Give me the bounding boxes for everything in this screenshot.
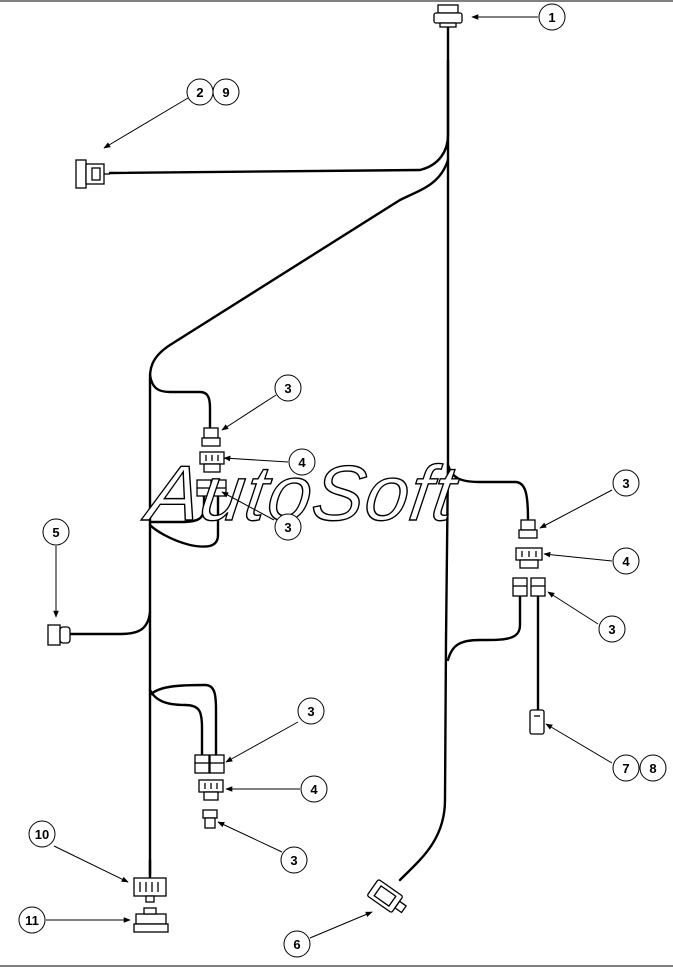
lower-splice-4 xyxy=(198,779,224,801)
callout-9: 9 xyxy=(212,78,240,106)
splice-lower-left-wire xyxy=(148,494,206,524)
connector-2 xyxy=(75,159,110,189)
callout-4-lower: 4 xyxy=(300,775,328,803)
svg-text:3: 3 xyxy=(608,622,615,637)
callout-4-upper: 4 xyxy=(288,448,316,476)
svg-text:3: 3 xyxy=(290,853,297,868)
harness-wires xyxy=(66,24,540,882)
connector-1 xyxy=(433,4,463,28)
connector-6 xyxy=(367,879,408,914)
callout-6: 6 xyxy=(283,930,311,958)
callout-3-right-pair: 3 xyxy=(598,615,626,643)
svg-text:4: 4 xyxy=(310,782,318,797)
svg-text:3: 3 xyxy=(284,520,291,535)
svg-text:7: 7 xyxy=(622,761,629,776)
upper-left-branch-wire xyxy=(148,373,212,432)
lower-connector-3 xyxy=(202,809,218,829)
callout-10: 10 xyxy=(28,820,56,848)
svg-text:4: 4 xyxy=(622,554,630,569)
upper-connector-3 xyxy=(201,427,221,447)
callout-7: 7 xyxy=(612,754,640,782)
leader-lines xyxy=(46,14,613,939)
right-splice-4 xyxy=(515,547,543,569)
lower-left-branch-wire xyxy=(148,688,204,757)
svg-text:9: 9 xyxy=(222,85,229,100)
main-trunk-wire xyxy=(108,24,450,175)
connector-11 xyxy=(133,907,169,933)
right-upper-branch-wire xyxy=(446,463,530,522)
splice-lower-right-wire xyxy=(148,494,220,548)
callout-3-right: 3 xyxy=(612,469,640,497)
callout-2: 2 xyxy=(186,78,214,106)
callout-3-lower-pair: 3 xyxy=(297,697,325,725)
svg-text:1: 1 xyxy=(548,10,555,25)
svg-text:11: 11 xyxy=(25,913,39,928)
svg-text:8: 8 xyxy=(649,761,656,776)
callout-3-lower: 3 xyxy=(280,846,308,874)
svg-text:3: 3 xyxy=(307,704,314,719)
callout-4-right: 4 xyxy=(612,547,640,575)
svg-text:3: 3 xyxy=(622,476,629,491)
connector-10 xyxy=(133,877,167,903)
lower-left-branch2-wire xyxy=(148,683,218,757)
svg-text:2: 2 xyxy=(196,85,203,100)
connector-5-branch-wire xyxy=(66,610,152,636)
right-trunk-wire xyxy=(398,58,450,882)
connectors xyxy=(47,4,546,933)
svg-text:3: 3 xyxy=(284,381,291,396)
svg-text:4: 4 xyxy=(298,455,306,470)
connector-7 xyxy=(529,709,545,735)
svg-text:6: 6 xyxy=(293,937,300,952)
callout-3-upper-pair: 3 xyxy=(274,513,302,541)
callout-3-upper: 3 xyxy=(274,374,302,402)
right-connector-3-pair xyxy=(512,577,546,597)
diagonal-branch-wire xyxy=(148,158,450,382)
svg-text:10: 10 xyxy=(35,827,49,842)
callout-8: 8 xyxy=(639,754,667,782)
lower-connector-3-pair xyxy=(194,754,225,774)
upper-splice-4 xyxy=(199,451,225,473)
right-connector-3 xyxy=(518,519,538,539)
svg-text:5: 5 xyxy=(52,525,59,540)
callout-1: 1 xyxy=(538,3,566,31)
callout-11: 11 xyxy=(18,906,46,934)
right-lower-branch-wire xyxy=(446,594,522,662)
callout-5: 5 xyxy=(42,518,70,546)
callouts: 1 2 9 3 4 3 5 3 4 3 7 8 3 4 3 10 11 6 xyxy=(18,3,667,958)
connector-5 xyxy=(47,624,71,646)
